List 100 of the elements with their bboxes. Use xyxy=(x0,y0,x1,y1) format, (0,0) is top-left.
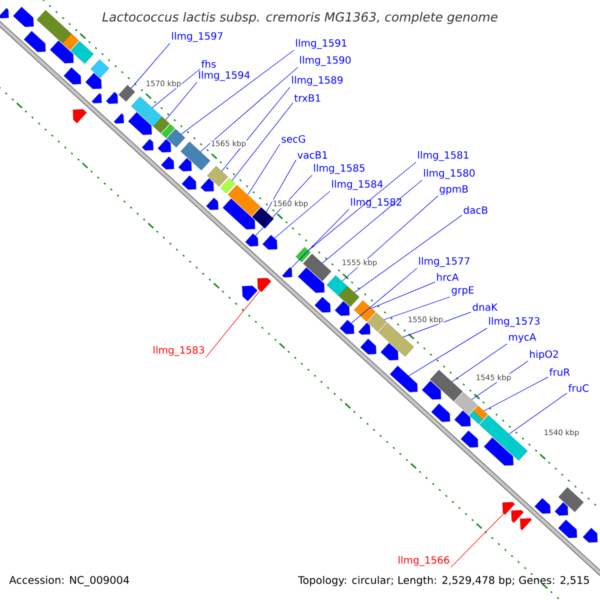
gene-box xyxy=(131,96,164,128)
gene-label: gpmB xyxy=(438,184,470,196)
gene-feature xyxy=(158,139,172,152)
leader-line xyxy=(452,344,508,382)
gene-feature xyxy=(558,520,578,538)
genome-info-text: Topology: circular; Length: 2,529,478 bp; Genes: 2,515 xyxy=(298,576,589,586)
gene-label: hipO2 xyxy=(528,349,560,361)
gene-feature xyxy=(534,498,550,514)
gene-feature xyxy=(106,92,118,104)
gene-feature xyxy=(390,366,418,392)
gene-label: llmg_1591 xyxy=(294,38,348,50)
gene-feature xyxy=(282,267,292,278)
gene-feature xyxy=(422,380,442,400)
gene-label: secG xyxy=(280,134,307,144)
gene-feature xyxy=(85,72,102,89)
gene-feature xyxy=(142,138,154,151)
gene-label: llmg_1580 xyxy=(422,168,476,180)
leader-line xyxy=(181,50,294,134)
gene-label: llmg_1594 xyxy=(197,70,252,82)
gene-label: llmg_1566 xyxy=(396,555,451,567)
gene-feature xyxy=(92,93,102,104)
leader-line xyxy=(342,196,438,282)
gene-label: llmg_1590 xyxy=(298,55,352,67)
leader-line xyxy=(130,42,170,89)
gene-box xyxy=(558,487,584,512)
gene-box xyxy=(326,275,348,296)
gene-label: llmg_1577 xyxy=(417,256,472,268)
gene-feature xyxy=(554,502,568,516)
gene-feature xyxy=(0,8,9,18)
leader-line xyxy=(508,392,568,434)
gene-feature xyxy=(182,175,196,190)
gene-feature xyxy=(13,6,34,27)
gene-box xyxy=(220,178,236,194)
gene-label: mycA xyxy=(507,332,538,344)
gene-box xyxy=(118,84,136,102)
gene-box xyxy=(479,415,528,461)
leader-line xyxy=(200,66,298,152)
gene-box xyxy=(367,312,387,332)
gene-feature xyxy=(24,30,46,52)
gene-box xyxy=(90,59,110,78)
gene-feature xyxy=(380,342,398,360)
leader-line xyxy=(274,190,330,238)
gene-box xyxy=(161,124,175,138)
gene-box xyxy=(296,246,311,262)
gene-feature xyxy=(502,502,515,515)
gene-feature xyxy=(582,528,598,543)
gene-box xyxy=(62,34,79,50)
gene-label: fruC xyxy=(567,383,590,393)
gene-feature xyxy=(298,267,325,293)
leader-line xyxy=(232,102,294,181)
leader-line xyxy=(308,162,416,251)
gene-label: fruR xyxy=(548,367,572,377)
leader-line xyxy=(206,290,260,358)
gene-box xyxy=(454,392,478,415)
gene-feature xyxy=(178,158,192,172)
gene-label: llmg_1585 xyxy=(312,163,366,175)
gene-feature xyxy=(314,296,331,313)
gene-feature xyxy=(222,198,256,230)
title: Lactococcus lactis subsp. cremoris MG1363, complete genome xyxy=(102,12,498,24)
leader-line xyxy=(402,312,472,338)
gene-box xyxy=(153,116,170,134)
gene-feature xyxy=(114,113,124,124)
gene-label: llmg_1573 xyxy=(487,316,542,328)
accession-text: Accession: NC_009004 xyxy=(9,576,130,586)
leader-line xyxy=(152,68,200,108)
gene-box xyxy=(180,142,210,170)
gene-label: grpE xyxy=(450,285,476,297)
gene-feature xyxy=(334,301,350,316)
gene-box xyxy=(378,322,414,357)
gene-feature xyxy=(161,156,174,170)
gene-feature xyxy=(128,112,152,135)
gene-box xyxy=(252,207,274,228)
gene-label: llmg_1584 xyxy=(330,179,384,191)
gene-feature xyxy=(64,67,82,84)
gene-label: trxB1 xyxy=(293,93,322,103)
gene-label: hrcA xyxy=(435,272,460,282)
gene-label: llmg_1583 xyxy=(152,345,206,357)
gene-feature xyxy=(206,198,218,210)
gene-box xyxy=(70,41,94,64)
gene-feature xyxy=(340,320,354,334)
gene-label: llmg_1589 xyxy=(290,75,344,87)
leader-line xyxy=(322,180,422,264)
gene-label: fhs xyxy=(200,59,218,69)
gene-label: llmg_1597 xyxy=(170,31,224,43)
gene-box xyxy=(473,406,488,420)
leader-line xyxy=(221,86,290,172)
gene-box xyxy=(303,254,332,282)
gene-box xyxy=(338,286,360,307)
gene-label: vacB1 xyxy=(296,150,329,160)
gene-feature xyxy=(245,233,258,246)
leader-line xyxy=(371,282,436,308)
gene-feature xyxy=(262,234,278,250)
gene-feature xyxy=(484,437,514,466)
gene-feature xyxy=(511,510,524,523)
gene-label: llmg_1581 xyxy=(416,150,470,162)
gene-feature xyxy=(200,178,214,192)
gene-feature xyxy=(360,338,376,354)
gene-feature xyxy=(431,404,450,422)
leader-line xyxy=(247,144,280,196)
gene-box xyxy=(469,410,484,424)
